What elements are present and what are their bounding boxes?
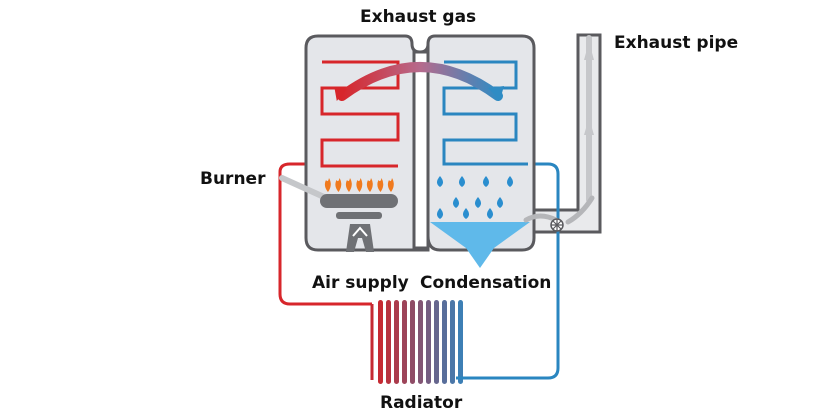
label-radiator: Radiator [380,393,463,413]
label-exhaust-gas: Exhaust gas [360,7,476,27]
flame-icon [377,178,384,192]
droplet-icon [437,176,443,187]
burner [262,175,398,252]
droplet-icon [475,197,481,208]
droplet-icon [437,208,443,219]
radiator-fin [402,300,407,384]
radiator-fin [458,300,463,384]
radiator-fin [410,300,415,384]
radiator-fin [378,300,383,384]
droplet-icon [483,176,489,187]
water-droplets [437,176,513,219]
radiator-fin [386,300,391,384]
label-condensation: Condensation [420,273,551,293]
flue-divider [412,50,430,250]
radiator-fin [442,300,447,384]
flame-icon [356,178,363,192]
droplet-icon [487,208,493,219]
droplet-icon [453,197,459,208]
cold-water-line [456,162,560,380]
radiator-fin [434,300,439,384]
label-burner: Burner [200,169,266,189]
flame-icon [345,178,352,192]
label-air-supply: Air supply [312,273,409,293]
burner-head [320,194,398,208]
flames [324,178,394,192]
air-supply-duct [346,224,374,252]
droplet-icon [507,176,513,187]
hot-water-line [278,162,372,306]
water-circuit [278,162,560,380]
exhaust-gas-flow-arrow [334,62,504,101]
condensate-drain-arrow [466,248,494,268]
label-exhaust-pipe: Exhaust pipe [614,33,738,53]
flame-icon [324,178,331,192]
droplet-icon [497,197,503,208]
radiator-fins [378,300,463,384]
hot-heat-exchanger [320,60,400,168]
flame-icon [335,178,342,192]
droplet-icon [459,176,465,187]
radiator-fin [450,300,455,384]
droplet-icon [463,208,469,219]
fan-icon [523,195,595,232]
condensation [430,176,530,268]
air-supply-arrow [352,226,368,237]
cold-heat-exchanger [442,60,528,166]
burner-pointer [279,175,327,200]
radiator [370,300,470,384]
radiator-fin [426,300,431,384]
condensate-basin [430,222,530,248]
flame-icon [366,178,373,192]
burner-plate [336,212,382,219]
radiator-fin [394,300,399,384]
radiator-fin [418,300,423,384]
flame-icon [387,178,394,192]
